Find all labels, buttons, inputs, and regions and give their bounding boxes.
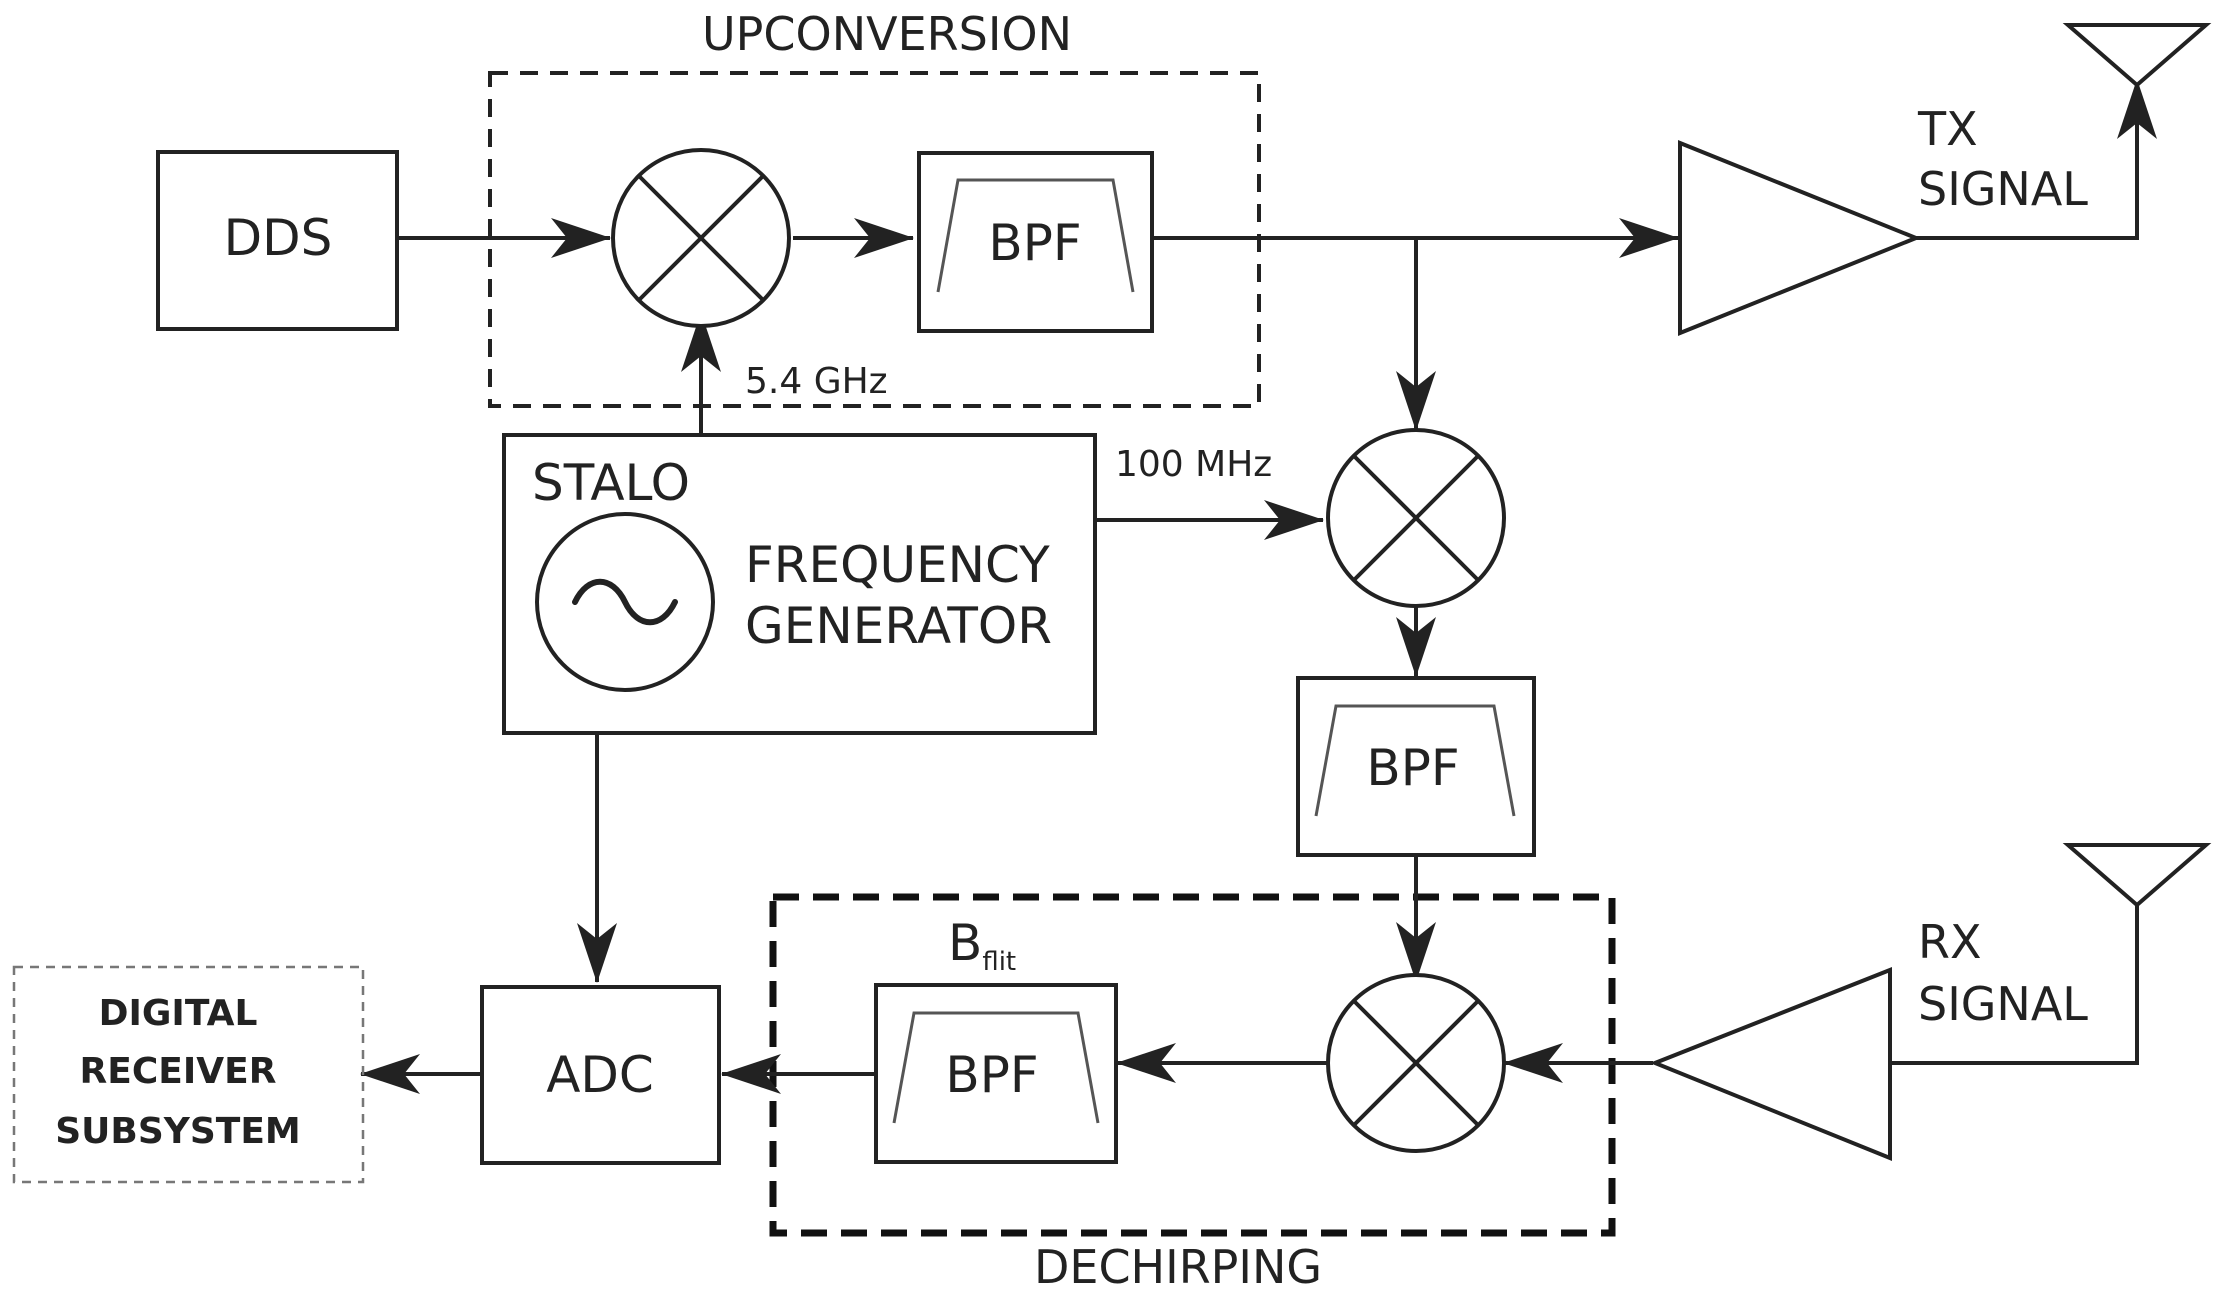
bpf-upconversion: BPF xyxy=(917,151,1154,333)
rx-antenna xyxy=(2062,843,2212,908)
frequency-generator-label-1: FREQUENCY xyxy=(745,536,1050,594)
tx-signal-label-1: TX xyxy=(1917,102,1978,156)
tx-signal-label-2: SIGNAL xyxy=(1918,162,2088,216)
adc-block: ADC xyxy=(480,985,721,1165)
bpf-dechirping-label: BPF xyxy=(945,1046,1038,1104)
dechirping-label: DECHIRPING xyxy=(1034,1240,1322,1294)
freq-5.4ghz-label: 5.4 GHz xyxy=(745,361,888,402)
stalo-frequency-generator: STALO FREQUENCY GENERATOR xyxy=(502,433,1097,735)
tx-amplifier xyxy=(1678,140,1922,336)
bpf-reference-label: BPF xyxy=(1366,739,1459,797)
tx-antenna xyxy=(2062,23,2212,88)
bpf-upconversion-label: BPF xyxy=(988,214,1081,272)
upconversion-label: UPCONVERSION xyxy=(702,7,1072,61)
bpf-reference: BPF xyxy=(1296,676,1536,857)
adc-label: ADC xyxy=(546,1046,654,1104)
stalo-label: STALO xyxy=(532,454,690,512)
digital-receiver-subsystem: DIGITAL RECEIVER SUBSYSTEM xyxy=(12,965,365,1184)
dds-block: DDS xyxy=(156,150,399,331)
wire-txamp-antenna xyxy=(1916,79,2157,240)
mixer-upconversion xyxy=(611,148,791,328)
frequency-generator-label-2: GENERATOR xyxy=(745,597,1052,655)
dds-label: DDS xyxy=(224,209,333,267)
wire-rxantenna-rxamp xyxy=(1890,892,2139,1065)
bpf-dechirping: BPF xyxy=(874,983,1118,1164)
rx-amplifier xyxy=(1649,967,1892,1161)
mixer-dechirping xyxy=(1326,973,1506,1153)
digital-receiver-label-3: SUBSYSTEM xyxy=(55,1111,301,1152)
digital-receiver-label-2: RECEIVER xyxy=(80,1051,277,1092)
freq-100mhz-label: 100 MHz xyxy=(1115,444,1272,485)
mixer-reference xyxy=(1326,428,1506,608)
rx-signal-label-1: RX xyxy=(1918,915,1981,969)
sine-wave-glyph xyxy=(572,578,678,626)
bflit-label: Bflit xyxy=(948,914,1016,977)
digital-receiver-label-1: DIGITAL xyxy=(99,993,258,1034)
rx-signal-label-2: SIGNAL xyxy=(1918,977,2088,1031)
